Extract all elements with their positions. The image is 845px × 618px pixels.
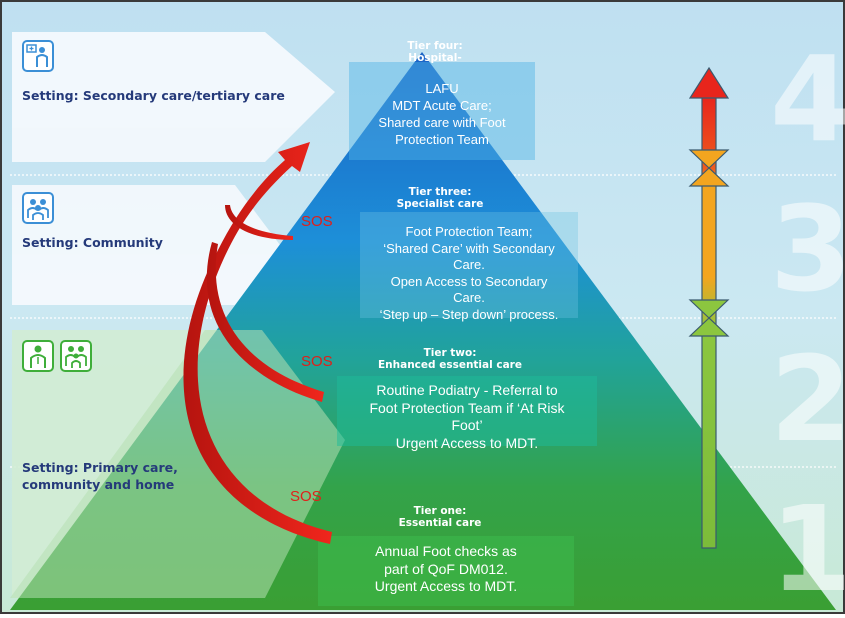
tier-one-title: Tier one: Essential care [398, 505, 482, 529]
escalation-scale [688, 66, 730, 549]
team-icon [22, 192, 54, 224]
tier-four-body: LAFU MDT Acute Care; Shared care with Fo… [378, 81, 506, 147]
tier-three-body: Foot Protection Team; ‘Shared Care’ with… [379, 224, 559, 322]
tier-three-number: 3 [770, 180, 845, 318]
tier-two-number: 2 [770, 330, 845, 468]
tier-two-box [337, 376, 597, 446]
tier-one-body: Annual Foot checks as part of QoF DM012.… [374, 543, 518, 594]
tier-two-title: Tier two: Enhanced essential care [378, 347, 522, 371]
tier-three-title: Tier three: Specialist care [396, 186, 484, 210]
setting-label-community: Setting: Community [22, 235, 163, 250]
escalation-arrows [183, 142, 332, 544]
tier-four-number: 4 [770, 30, 845, 168]
tier-one-box [318, 536, 574, 606]
family-icon [60, 340, 92, 372]
setting-label-secondary: Setting: Secondary care/tertiary care [22, 88, 285, 103]
sos-label-tier-one: SOS [290, 488, 322, 505]
tier-three-box [360, 212, 578, 318]
tier-four-title: Tier four: Hospital- [407, 40, 463, 64]
tier-one-number: 1 [770, 480, 845, 618]
setting-label-primary: Setting: Primary care, community and hom… [22, 460, 178, 492]
sos-label-tier-two: SOS [301, 353, 333, 370]
tier-four-box [349, 62, 535, 160]
practitioner-icon [22, 340, 54, 372]
tier-two-body: Routine Podiatry - Referral to Foot Prot… [369, 382, 565, 451]
sos-label-tier-three: SOS [301, 213, 333, 230]
hospital-icon [22, 40, 54, 72]
